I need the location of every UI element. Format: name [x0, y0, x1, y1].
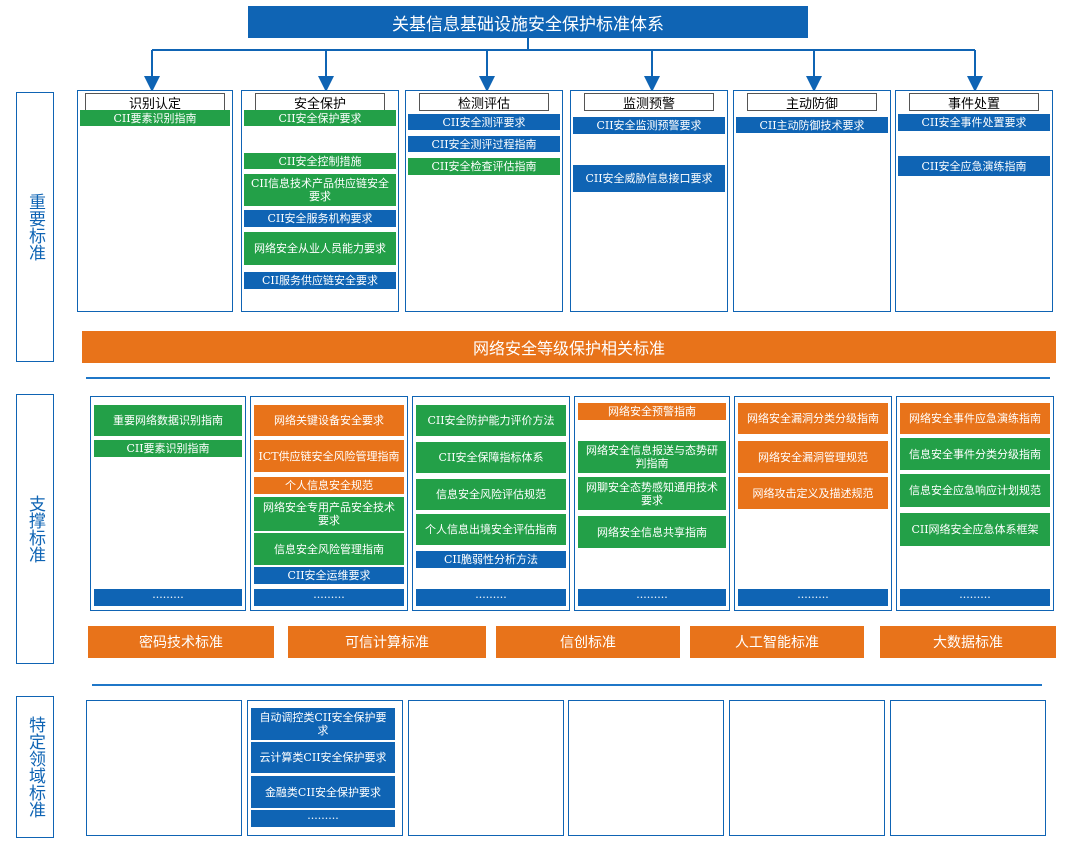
- standard-item: CII服务供应链安全要求: [244, 272, 396, 289]
- standard-item: 网络安全事件应急演练指南: [900, 403, 1050, 434]
- standard-item: CII安全事件处置要求: [898, 114, 1050, 131]
- standard-item: CII安全防护能力评价方法: [416, 405, 566, 436]
- category-header: 识别认定: [85, 93, 225, 112]
- ellipsis-item: ·········: [738, 589, 888, 606]
- ellipsis-item: ·········: [900, 589, 1050, 606]
- standard-item: CII信息技术产品供应链安全要求: [244, 174, 396, 206]
- diagram-title: 关基信息基础设施安全保护标准体系: [248, 6, 808, 38]
- standard-item: CII安全保障指标体系: [416, 442, 566, 473]
- ellipsis-item: ·········: [94, 589, 242, 606]
- standard-item: 网聊安全态势感知通用技术要求: [578, 477, 726, 510]
- standard-item: CII安全服务机构要求: [244, 210, 396, 227]
- standard-item: CII安全测评过程指南: [408, 136, 560, 152]
- standard-item: 重要网络数据识别指南: [94, 405, 242, 436]
- category-header: 监测预警: [584, 93, 714, 112]
- standard-item: CII安全测评要求: [408, 114, 560, 130]
- column-box: [568, 700, 724, 836]
- standard-item: 网络安全信息报送与态势研判指南: [578, 441, 726, 473]
- standard-item: 信息安全风险评估规范: [416, 479, 566, 510]
- standard-band: 密码技术标准: [88, 626, 274, 658]
- divider: [86, 377, 1050, 379]
- standard-item: 网络安全从业人员能力要求: [244, 232, 396, 265]
- standard-item: 信息安全风险管理指南: [254, 533, 404, 565]
- standard-item: 自动调控类CII安全保护要求: [251, 708, 395, 740]
- column-box: [890, 700, 1046, 836]
- standard-band: 大数据标准: [880, 626, 1056, 658]
- row-label-important: 重要标准: [16, 92, 54, 362]
- category-header: 安全保护: [255, 93, 385, 112]
- standard-item: 网络攻击定义及描述规范: [738, 477, 888, 509]
- standard-item: CII主动防御技术要求: [736, 117, 888, 133]
- standard-band: 信创标准: [496, 626, 680, 658]
- ellipsis-item: ·········: [416, 589, 566, 606]
- column-box: [408, 700, 564, 836]
- standard-item: 网络安全专用产品安全技术要求: [254, 497, 404, 531]
- standard-item: 网络关键设备安全要求: [254, 405, 404, 436]
- row-label-support: 支撑标准: [16, 394, 54, 664]
- standard-item: 个人信息出境安全评估指南: [416, 514, 566, 545]
- standard-item: 金融类CII安全保护要求: [251, 776, 395, 808]
- standard-item: CII安全保护要求: [244, 110, 396, 126]
- grade-protection-band: 网络安全等级保护相关标准: [82, 331, 1056, 363]
- standard-item: 信息安全事件分类分级指南: [900, 438, 1050, 470]
- standard-item: ·········: [251, 810, 395, 827]
- standard-item: 云计算类CII安全保护要求: [251, 742, 395, 773]
- standard-band: 可信计算标准: [288, 626, 486, 658]
- standard-item: CII安全检查评估指南: [408, 158, 560, 175]
- ellipsis-item: ·········: [254, 589, 404, 606]
- row-label-domain: 特定领域标准: [16, 696, 54, 838]
- connector-tree: [144, 38, 983, 92]
- standard-item: CII安全运维要求: [254, 567, 404, 584]
- ellipsis-item: ·········: [578, 589, 726, 606]
- standard-item: CII网络安全应急体系框架: [900, 513, 1050, 546]
- standard-item: CII要素识别指南: [80, 110, 230, 126]
- divider: [92, 684, 1042, 686]
- standard-item: CII脆弱性分析方法: [416, 551, 566, 568]
- standard-item: CII要素识别指南: [94, 440, 242, 457]
- category-header: 事件处置: [909, 93, 1039, 112]
- standard-item: CII安全监测预警要求: [573, 117, 725, 134]
- standard-item: 网络安全信息共享指南: [578, 516, 726, 548]
- category-header: 主动防御: [747, 93, 877, 112]
- standard-item: ICT供应链安全风险管理指南: [254, 440, 404, 472]
- column-box: [729, 700, 885, 836]
- category-header: 检测评估: [419, 93, 549, 112]
- standard-item: 信息安全应急响应计划规范: [900, 474, 1050, 507]
- standard-item: CII安全威胁信息接口要求: [573, 165, 725, 192]
- standard-item: 个人信息安全规范: [254, 477, 404, 494]
- standard-item: CII安全应急演练指南: [898, 156, 1050, 176]
- standard-band: 人工智能标准: [690, 626, 864, 658]
- standard-item: CII安全控制措施: [244, 153, 396, 169]
- standard-item: 网络安全漏洞分类分级指南: [738, 403, 888, 434]
- column-box: [86, 700, 242, 836]
- standard-item: 网络安全漏洞管理规范: [738, 441, 888, 473]
- column-box: [77, 90, 233, 312]
- standard-item: 网络安全预警指南: [578, 403, 726, 420]
